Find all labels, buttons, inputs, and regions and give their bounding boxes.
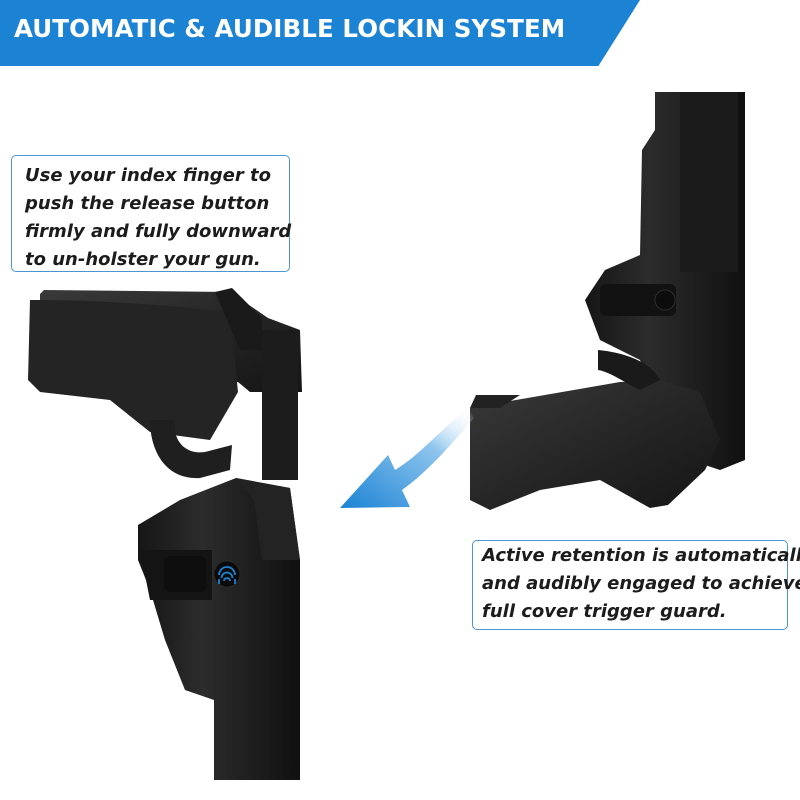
holster-left <box>138 478 300 780</box>
release-callout-line: Use your index finger to <box>25 165 272 186</box>
release-callout-line: push the release button <box>25 193 270 214</box>
release-callout-line: to un-holster your gun. <box>25 249 261 270</box>
fingerprint-icon <box>213 560 241 588</box>
retention-callout-line: and audibly engaged to achieve <box>482 573 800 594</box>
release-callout: Use your index finger to push the releas… <box>11 155 292 272</box>
retention-callout: Active retention is automatically and au… <box>472 540 800 630</box>
pistol-right <box>470 350 720 510</box>
release-callout-line: firmly and fully downward <box>25 221 292 242</box>
retention-callout-line: Active retention is automatically <box>482 545 800 566</box>
header-banner <box>0 0 640 66</box>
banner-title: AUTOMATIC & AUDIBLE LOCKIN SYSTEM <box>14 14 566 43</box>
arrow-icon <box>340 408 474 508</box>
pistol-left <box>28 288 302 480</box>
retention-callout-line: full cover trigger guard. <box>482 601 727 622</box>
holster-right <box>585 92 745 470</box>
